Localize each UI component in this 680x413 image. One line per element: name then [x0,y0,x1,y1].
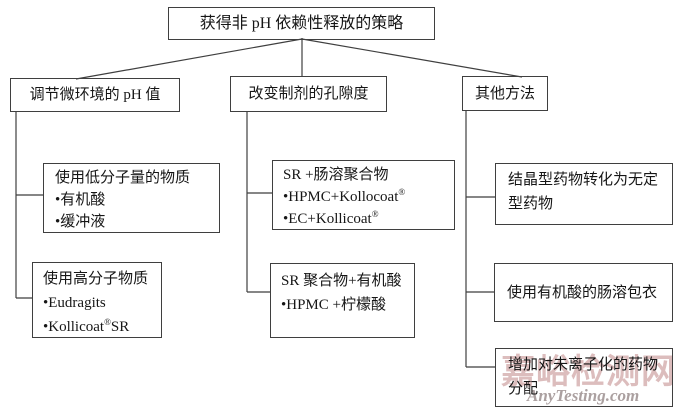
root-strategy-box: 获得非 pH 依赖性释放的策略 [168,7,435,40]
node-line: 使用高分子物质 [43,271,149,287]
watermark-site-url: AnyTesting.com [527,386,640,405]
node-low-molecular-substances: 使用低分子量的物质 •有机酸 •缓冲液 [43,163,220,233]
node-line: •HPMC +柠檬酸 [281,297,386,313]
node-line: 使用低分子量的物质 [55,170,191,186]
node-line: •Kollicoat®SR [43,317,130,336]
node-sr-polymer-organic-acid: SR 聚合物+有机酸 •HPMC +柠檬酸 [270,263,415,338]
node-line: 增加对未离子化的药物 [508,357,659,373]
node-organic-acid-enteric-coating: 使用有机酸的肠溶包衣 [494,263,673,322]
node-high-molecular-substances: 使用高分子物质 •Eudragits •Kollicoat®SR [32,262,162,338]
node-line: •Eudragits [43,295,106,311]
node-line: •有机酸 [55,192,106,208]
node-line: 使用有机酸的肠溶包衣 [507,284,658,301]
node-line: SR 聚合物+有机酸 [281,273,402,289]
node-line: •缓冲液 [55,214,106,230]
root-strategy-label: 获得非 pH 依赖性释放的策略 [199,14,404,32]
branch-change-porosity: 改变制剂的孔隙度 [230,76,387,112]
branch-adjust-microenvironment-ph: 调节微环境的 pH 值 [10,78,180,112]
node-line: SR +肠溶聚合物 [283,167,389,183]
branch-label: 调节微环境的 pH 值 [29,87,161,103]
node-sr-enteric-polymer: SR +肠溶聚合物 •HPMC+Kollocoat® •EC+Kollicoat… [272,160,455,230]
connector-right-branch [465,111,496,368]
node-line: 型药物 [508,196,554,212]
node-crystalline-to-amorphous: 结晶型药物转化为无定 型药物 [495,163,673,225]
connector-root-to-branches [75,38,523,80]
node-line: •HPMC+Kollocoat® [283,187,406,206]
connector-middle-branch [246,112,273,293]
node-line: •EC+Kollicoat® [283,209,379,228]
node-increase-unionized-partition: 增加对未离子化的药物 分配 [495,348,673,407]
watermark-site-name: 嘉峪检测网 [501,354,676,391]
node-line: 分配 [508,381,539,397]
branch-label: 改变制剂的孔隙度 [248,86,369,102]
node-line: 结晶型药物转化为无定 [508,172,659,188]
connector-left-branch [15,112,44,299]
branch-label: 其他方法 [474,85,535,102]
branch-other-methods: 其他方法 [462,76,548,111]
